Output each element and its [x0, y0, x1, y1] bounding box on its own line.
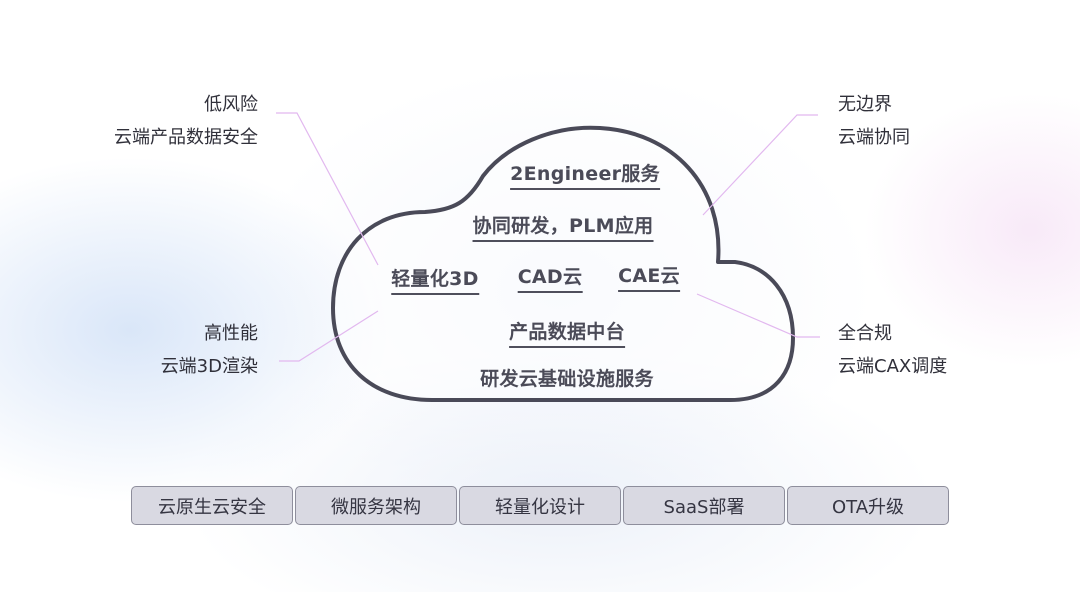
cloud-item-lightweight-3d-label: 轻量化3D: [391, 268, 479, 295]
feature-button-saas-deployment[interactable]: SaaS部署: [623, 486, 785, 525]
cloud-item-infrastructure: 研发云基础设施服务: [480, 364, 654, 391]
connector-top-left: [276, 112, 379, 266]
callout-low-risk: 低风险 云端产品数据安全: [114, 88, 258, 154]
callout-low-risk-desc: 云端产品数据安全: [114, 127, 258, 148]
cloud-item-cad: CAD云: [517, 262, 583, 293]
cloud-item-infrastructure-label: 研发云基础设施服务: [480, 368, 654, 390]
feature-button-lightweight-design[interactable]: 轻量化设计: [459, 486, 621, 525]
callout-high-performance-title: 高性能: [204, 323, 258, 344]
cloud-item-plm-label: 协同研发，PLM应用: [472, 215, 654, 242]
callout-compliance-title: 全合规: [838, 323, 892, 344]
cloud-item-data-platform-label: 产品数据中台: [509, 321, 625, 348]
cloud-item-2engineer: 2Engineer服务: [510, 159, 660, 190]
feature-button-ota-upgrade[interactable]: OTA升级: [787, 486, 949, 525]
cloud-item-plm: 协同研发，PLM应用: [472, 211, 654, 242]
callout-compliance-desc: 云端CAX调度: [838, 356, 948, 377]
feature-button-row: 云原生云安全 微服务架构 轻量化设计 SaaS部署 OTA升级: [131, 486, 949, 525]
cloud-shape: [331, 125, 795, 402]
connector-bottom-right: [696, 293, 820, 338]
callout-borderless-title: 无边界: [838, 94, 892, 115]
callout-borderless-desc: 云端协同: [838, 127, 910, 148]
cloud-item-lightweight-3d: 轻量化3D: [391, 264, 479, 295]
callout-high-performance-desc: 云端3D渲染: [160, 356, 258, 377]
callout-low-risk-title: 低风险: [204, 94, 258, 115]
cloud-item-cad-label: CAD云: [517, 266, 583, 293]
feature-button-microservices[interactable]: 微服务架构: [295, 486, 457, 525]
cloud-item-2engineer-label: 2Engineer服务: [510, 163, 660, 190]
connector-top-right: [702, 114, 818, 216]
connector-bottom-left: [279, 310, 379, 362]
callout-borderless: 无边界 云端协同: [838, 88, 910, 154]
callout-compliance: 全合规 云端CAX调度: [838, 317, 947, 383]
feature-button-cloud-native-security[interactable]: 云原生云安全: [131, 486, 293, 525]
cloud-item-cae: CAE云: [618, 261, 680, 292]
cloud-item-data-platform: 产品数据中台: [509, 317, 625, 348]
cloud-item-cae-label: CAE云: [618, 265, 680, 292]
callout-high-performance: 高性能 云端3D渲染: [161, 317, 258, 383]
